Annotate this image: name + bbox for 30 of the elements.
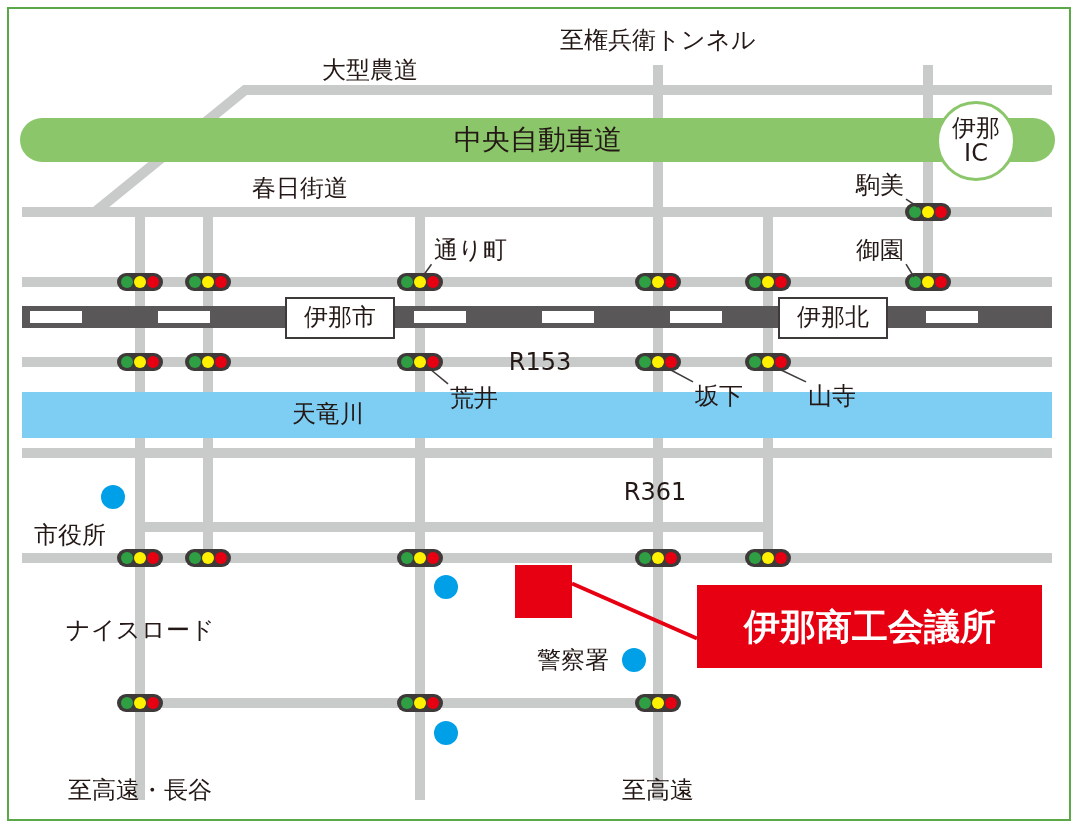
node-label: 天竜川 — [292, 402, 364, 428]
direction-label: 至高遠 — [622, 776, 694, 804]
leader-line — [905, 198, 919, 208]
callout-box — [697, 585, 1042, 668]
direction-label: 至権兵衛トンネル — [560, 26, 756, 54]
leader-line — [905, 263, 915, 278]
callout-text: 伊那商工会議所 — [743, 607, 996, 646]
node-label: 伊那市 — [304, 305, 376, 331]
road-label: ナイスロード — [65, 616, 215, 644]
leader-line — [778, 368, 807, 383]
place-label: 駒美 — [856, 171, 904, 199]
node-label: 伊那北 — [797, 305, 869, 331]
place-label: 御園 — [856, 236, 904, 264]
node-label: 中央自動車道 — [453, 125, 622, 155]
highway-band — [20, 118, 1055, 162]
callout-line — [571, 581, 698, 641]
direction-label: 至高遠・長谷 — [68, 776, 212, 804]
station-box — [285, 297, 395, 339]
place-label: 荒井 — [450, 384, 498, 412]
leader-line — [429, 368, 449, 385]
building-marker — [515, 565, 572, 618]
place-label: 通り町 — [433, 236, 507, 264]
place-label: 警察署 — [537, 646, 609, 674]
node-label: 伊那IC — [951, 115, 1001, 167]
station-box — [778, 297, 888, 339]
place-label: 市役所 — [34, 521, 106, 549]
road-label: R361 — [623, 478, 687, 506]
leader-line — [668, 368, 694, 383]
road-label: 大型農道 — [322, 56, 418, 84]
road-label: R153 — [508, 348, 572, 376]
